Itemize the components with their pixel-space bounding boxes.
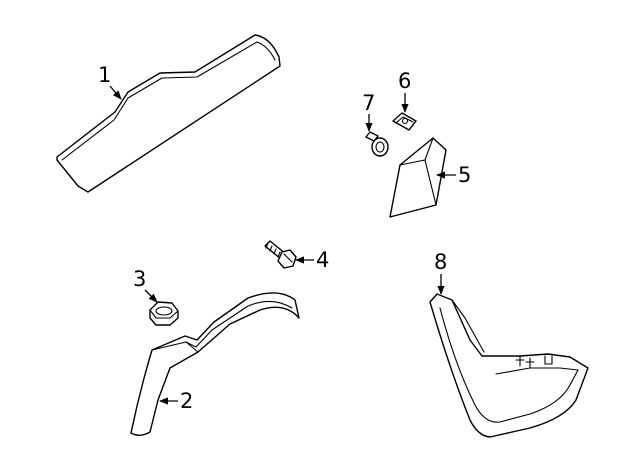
part-4-bolt [264, 240, 297, 269]
part-7-push-clip [365, 131, 389, 157]
callout-6: 6 [398, 69, 411, 113]
callout-8: 8 [434, 250, 447, 295]
callout-8-label: 8 [434, 250, 447, 274]
callout-3: 3 [133, 267, 158, 303]
callout-5: 5 [436, 163, 471, 187]
callout-2-label: 2 [180, 389, 193, 413]
part-1-sill-plate [56, 34, 281, 193]
callout-7: 7 [362, 91, 375, 132]
callout-2: 2 [159, 389, 193, 413]
part-8-mud-flap [429, 293, 589, 438]
callout-4-label: 4 [316, 248, 329, 272]
callout-4: 4 [295, 248, 329, 272]
part-3-nut [149, 301, 179, 326]
callout-1: 1 [98, 63, 122, 100]
callout-3-label: 3 [133, 267, 146, 291]
part-5-bracket [389, 137, 447, 218]
callout-7-label: 7 [362, 91, 375, 115]
callout-1-label: 1 [98, 63, 111, 87]
callout-5-label: 5 [458, 163, 471, 187]
part-6-clip-nut [392, 112, 417, 131]
callout-6-label: 6 [398, 69, 411, 93]
part-2-arch-molding [130, 292, 300, 436]
